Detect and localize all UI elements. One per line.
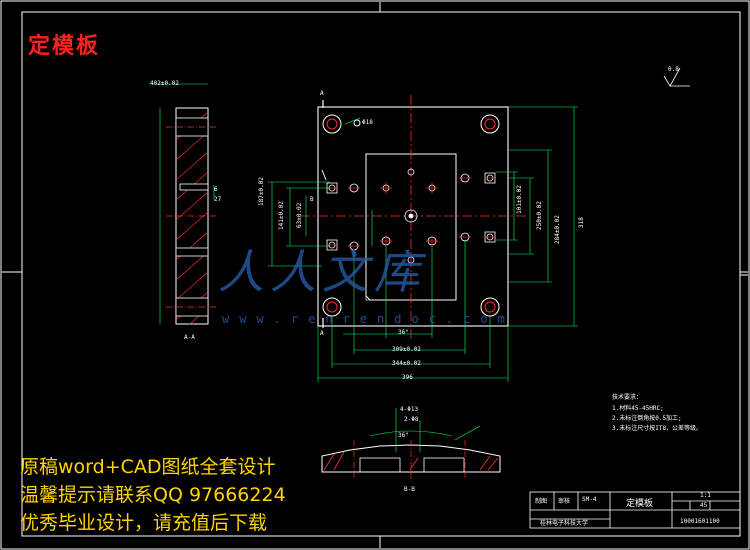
title-block-scale: 1:1 <box>700 492 711 499</box>
side-section-view <box>150 83 218 325</box>
dim-label: Φ18 <box>362 119 373 126</box>
bottom-section-view <box>321 408 501 480</box>
drawing-title: 定模板 <box>28 34 101 59</box>
vertical-dims-left <box>268 181 373 267</box>
tech-req-line: 3.未标注尺寸按IT8，公差等级。 <box>612 425 703 432</box>
promo-line-3: 优秀毕业设计，请充值后下载 <box>20 512 268 534</box>
roughness-value: 0.8 <box>668 66 679 73</box>
title-block-cell: 审核 <box>558 498 571 505</box>
dim-label-vertical: 187±0.02 <box>258 177 265 206</box>
title-block-material: 45 <box>700 502 708 509</box>
promo-line-1: 原稿word+CAD图纸全套设计 <box>20 456 276 478</box>
dim-label: 344±0.02 <box>392 360 421 367</box>
roughness-symbol <box>663 67 690 87</box>
section-label-aa: A-A <box>184 334 195 341</box>
promo-line-2: 温馨提示请联系QQ 97666224 <box>20 484 286 506</box>
watermark-name: 人人文库 <box>218 245 426 299</box>
dim-label-vertical: 141±0.02 <box>278 201 285 230</box>
title-block-cell: SM-4 <box>582 496 597 503</box>
dim-label-vertical: 250±0.02 <box>536 201 543 230</box>
dim-label: 36° <box>398 329 409 336</box>
dim-label: 396 <box>402 374 413 381</box>
cut-label-b: B <box>310 196 314 203</box>
dim-label: 309±0.02 <box>392 346 421 353</box>
cut-label-a-bottom: A <box>320 330 324 337</box>
tech-req-line: 1.材料45-45HRC; <box>612 405 664 412</box>
title-block-part-name: 定模板 <box>626 499 654 509</box>
tech-req-title: 技术要求： <box>612 394 643 401</box>
dim-label-vertical: 318 <box>578 217 585 228</box>
title-block-cell: 制图 <box>535 498 548 505</box>
dim-label: 4-Φ13 <box>400 406 419 413</box>
dim-label: 27 <box>214 196 222 203</box>
dim-label-vertical: 284±0.02 <box>554 215 561 244</box>
horizontal-dims <box>317 240 509 382</box>
dim-label: 2-Φ8 <box>404 416 419 423</box>
title-block-drawing-no: 10001601100 <box>680 518 720 525</box>
dim-label-vertical: 63±0.02 <box>296 202 303 228</box>
watermark-url: www.renrendoc.com <box>222 312 515 326</box>
tech-req-line: 2.未标注倒角按0.5加工; <box>612 415 682 422</box>
inner-frame <box>21 11 741 537</box>
dim-label: 402±0.02 <box>150 80 179 87</box>
section-label-bb: B-B <box>404 486 415 493</box>
plate-outline <box>317 106 509 327</box>
plan-view <box>268 95 578 382</box>
cut-label-a-top: A <box>320 90 324 97</box>
dim-label: 6 <box>214 186 218 193</box>
title-block <box>529 491 741 529</box>
vertical-dims-right <box>344 106 578 327</box>
dim-label: 36° <box>398 432 409 439</box>
dim-label-vertical: 101±0.02 <box>516 185 523 214</box>
title-block-school: 桂林电子科技大学 <box>540 520 589 527</box>
